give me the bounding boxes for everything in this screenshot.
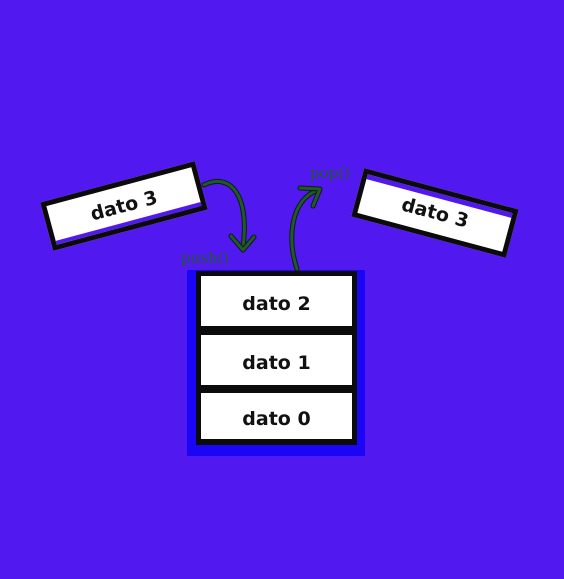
stack-item-bottom: dato 0 <box>201 393 352 439</box>
pop-arrow-icon <box>289 185 323 272</box>
push-label: push() <box>181 249 230 267</box>
outgoing-item-box: dato 3 <box>351 168 519 258</box>
incoming-item-box: dato 3 <box>40 161 208 251</box>
stack-item-top: dato 2 <box>201 276 352 326</box>
outgoing-item-label: dato 3 <box>399 193 471 233</box>
pop-label: pop() <box>310 164 350 182</box>
incoming-item-label: dato 3 <box>88 186 160 226</box>
stack-item-middle: dato 1 <box>201 335 352 385</box>
push-arrow-icon <box>201 178 257 253</box>
